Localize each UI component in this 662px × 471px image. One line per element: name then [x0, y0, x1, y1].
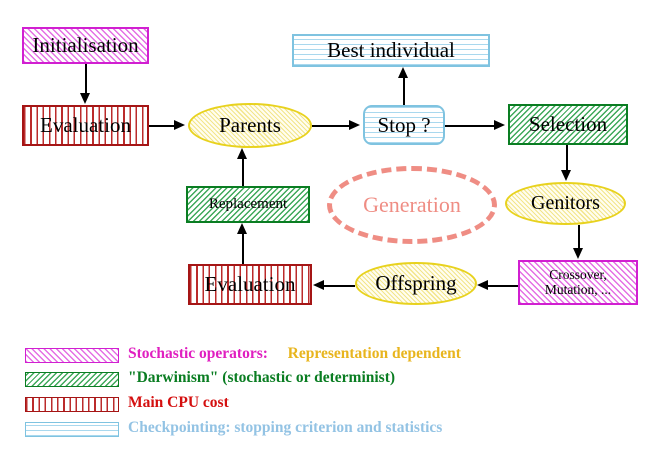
legend-label-stochastic-accent: Representation dependent — [287, 345, 461, 362]
edge-stop-to-best-individual-arrowhead — [398, 67, 408, 78]
node-replacement[interactable]: Replacement — [186, 186, 310, 223]
legend-swatch-magenta-diagonal-hatch — [25, 348, 119, 363]
node-selection-label: Selection — [528, 112, 608, 137]
edge-stop-to-best-individual — [403, 78, 405, 105]
edge-replacement-to-parents — [242, 159, 244, 186]
legend-label-stochastic-main: Stochastic operators: — [128, 345, 268, 362]
node-selection[interactable]: Selection — [508, 104, 628, 145]
edge-offspring-to-evaluation-arrowhead — [313, 280, 324, 290]
edge-crossover-to-offspring-arrowhead — [477, 280, 488, 290]
legend-label-stochastic: Stochastic operators: Representation dep… — [128, 345, 461, 363]
edge-genitors-to-crossover-arrowhead — [573, 248, 583, 259]
node-initialisation[interactable]: Initialisation — [22, 27, 149, 64]
node-parents[interactable]: Parents — [188, 103, 312, 148]
edge-parents-to-stop — [312, 125, 350, 127]
node-stop[interactable]: Stop ? — [363, 105, 445, 145]
edge-stop-to-selection — [445, 125, 494, 127]
legend-swatch-blue-horizontal-hatch — [25, 422, 119, 437]
node-evaluation-top[interactable]: Evaluation — [22, 105, 149, 146]
legend-label-cpu-cost-main: Main CPU cost — [128, 394, 229, 411]
node-offspring-label: Offspring — [375, 271, 457, 296]
node-initialisation-label: Initialisation — [32, 33, 139, 58]
edge-crossover-to-offspring — [487, 285, 518, 287]
edge-selection-to-genitors — [566, 145, 568, 171]
node-crossover-label-line1: Crossover, — [549, 267, 607, 283]
node-genitors[interactable]: Genitors — [505, 182, 626, 225]
node-crossover-mutation[interactable]: Crossover, Mutation, ... — [518, 260, 638, 305]
node-generation-label: Generation — [363, 192, 461, 217]
node-replacement-label: Replacement — [208, 195, 288, 212]
legend-label-cpu-cost: Main CPU cost — [128, 394, 229, 412]
edge-evaluation-to-replacement-arrowhead — [237, 223, 247, 234]
node-evaluation-top-label: Evaluation — [40, 113, 131, 138]
edge-parents-to-stop-arrowhead — [349, 120, 360, 130]
edge-replacement-to-parents-arrowhead — [237, 148, 247, 159]
edge-evaluation-to-parents-arrowhead — [174, 120, 185, 130]
node-offspring[interactable]: Offspring — [355, 262, 477, 305]
node-stop-label: Stop ? — [377, 112, 431, 137]
legend-swatch-red-vertical-hatch — [25, 397, 119, 412]
edge-initialisation-to-evaluation — [85, 64, 87, 94]
node-parents-label: Parents — [219, 113, 281, 138]
legend-label-darwinism-main: "Darwinism" (stochastic or determinist) — [128, 369, 396, 386]
edge-initialisation-to-evaluation-arrowhead — [80, 93, 90, 104]
node-crossover-label-line2: Mutation, ... — [544, 281, 612, 297]
edge-evaluation-to-parents — [149, 125, 178, 127]
node-generation: Generation — [327, 166, 497, 244]
edge-offspring-to-evaluation — [324, 285, 355, 287]
legend-label-checkpointing: Checkpointing: stopping criterion and st… — [128, 419, 442, 437]
node-evaluation-bottom[interactable]: Evaluation — [188, 264, 312, 305]
node-genitors-label: Genitors — [531, 192, 600, 214]
edge-evaluation-to-replacement — [242, 234, 244, 264]
edge-selection-to-genitors-arrowhead — [561, 170, 571, 181]
node-best-individual-label: Best individual — [327, 38, 455, 63]
node-best-individual[interactable]: Best individual — [292, 34, 490, 67]
legend-label-darwinism: "Darwinism" (stochastic or determinist) — [128, 369, 395, 387]
legend-swatch-green-diagonal-hatch — [25, 372, 119, 387]
legend-label-checkpointing-main: Checkpointing: stopping criterion and st… — [128, 419, 443, 436]
edge-stop-to-selection-arrowhead — [494, 120, 505, 130]
edge-genitors-to-crossover — [578, 225, 580, 249]
node-evaluation-bottom-label: Evaluation — [204, 272, 296, 297]
